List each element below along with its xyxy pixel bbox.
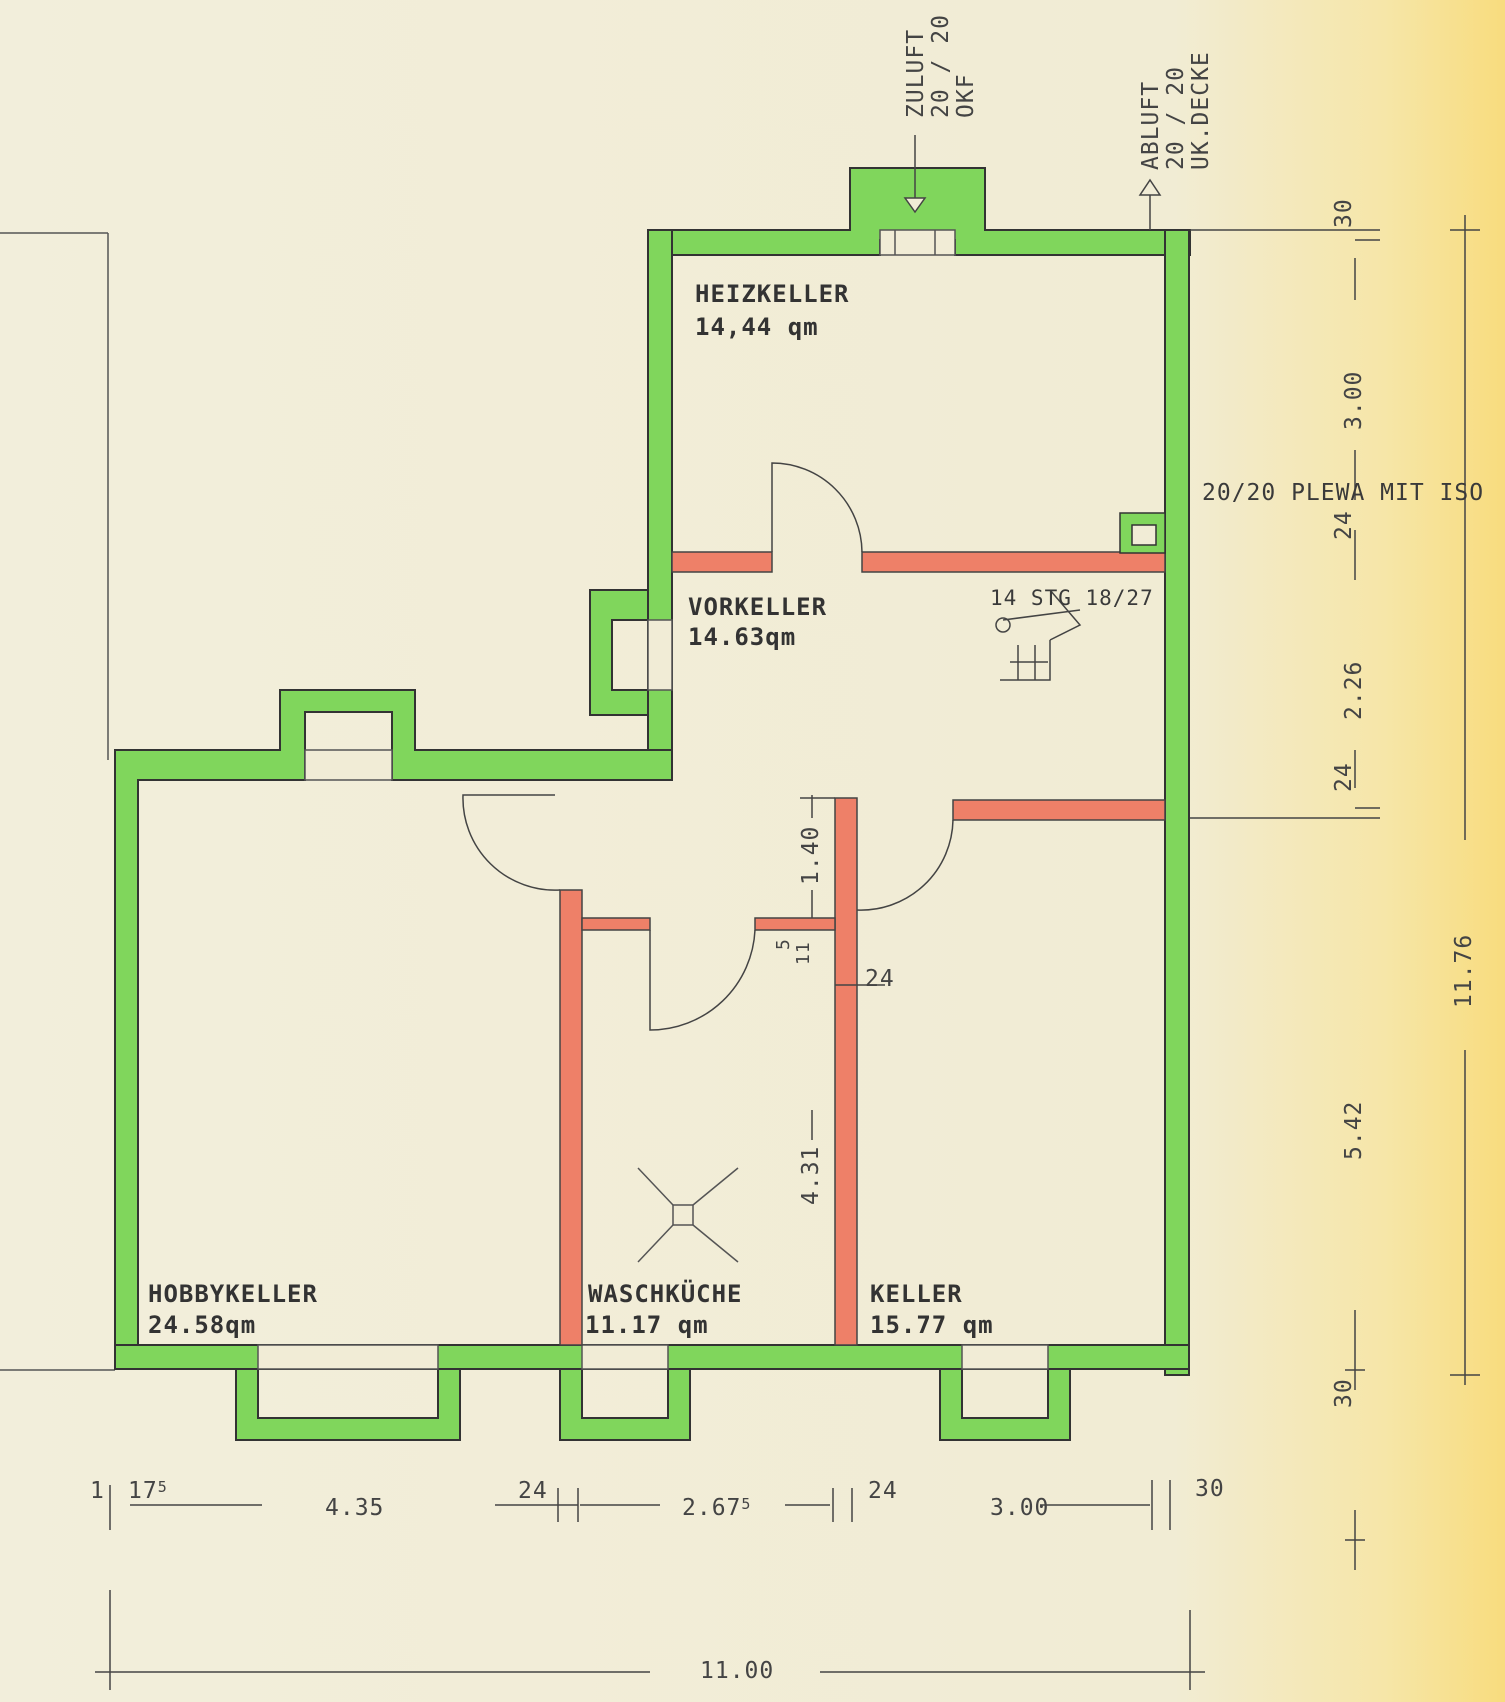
neighbor-outline [0,232,115,1371]
dim-bottom-2-67-5: 2.675 [682,1495,752,1521]
dim-right-30-top: 30 [1331,198,1357,228]
supply-air-label: ZULUFT [903,28,929,118]
dim-interior-11: 11 [793,941,814,965]
room-vorkeller-area: 14.63qm [688,623,797,651]
stair-symbol [995,589,1082,681]
dim-right-3-00: 3.00 [1341,370,1367,430]
room-heizkeller-area: 14,44 qm [695,313,819,341]
wall-keller-north [952,799,1166,821]
supply-air-level: OKF [953,73,979,118]
wall-north-hobby [114,689,673,1346]
dim-interior-4-31: 4.31 [798,1145,824,1205]
dim-bottom-30: 30 [1195,1476,1225,1502]
stair-note: 14 STG 18/27 [990,586,1154,610]
wall-heiz-vor-left [671,551,773,573]
dim-bottom-17-5: 175 [128,1478,168,1504]
dim-right-24-upper: 24 [1331,510,1357,540]
wall-vorkeller-niche [589,589,649,716]
ventilation-arrows [903,135,1162,230]
exhaust-air-level: UK.DECKE [1188,51,1214,170]
dim-right-2-26: 2.26 [1341,660,1367,720]
room-waschkueche-name: WASCHKÜCHE [588,1280,743,1308]
niche-south-wasch [559,1368,691,1441]
dim-bottom-4-35: 4.35 [325,1495,385,1521]
room-hobbykeller-area: 24.58qm [148,1311,257,1339]
wall-keller-west [834,797,858,1346]
room-keller-area: 15.77 qm [870,1311,994,1339]
dim-right-5-42: 5.42 [1341,1100,1367,1160]
room-keller-name: KELLER [870,1280,963,1308]
room-heizkeller-name: HEIZKELLER [695,280,850,308]
dimension-lines [95,215,1480,1690]
dim-right-total: 11.76 [1451,933,1477,1008]
interior-walls [559,551,1166,1346]
dim-bottom-1: 1 [90,1478,105,1504]
dim-bottom-24-right: 24 [868,1478,898,1504]
dim-interior-5: 5 [773,938,794,950]
wall-heiz-vor-right [861,551,1166,573]
wall-wasch-north-left [581,917,651,931]
wall-east [1164,229,1190,1376]
supply-air-size: 20 / 20 [928,14,954,118]
dim-bottom-total: 11.00 [700,1658,775,1684]
windows [257,229,1049,1370]
wall-wasch-north-right [754,917,836,931]
exhaust-air-size: 20 / 20 [1163,66,1189,170]
chimney [1119,512,1166,554]
exhaust-air-label: ABLUFT [1138,80,1164,170]
room-hobbykeller-name: HOBBYKELLER [148,1280,318,1308]
dim-interior-24: 24 [865,966,895,992]
niche-south-hobby [235,1368,461,1441]
dim-right-30-bottom: 30 [1331,1378,1357,1408]
dim-bottom-24-left: 24 [518,1478,548,1504]
door-swings [462,462,954,1031]
floor-drain-icon [637,1167,739,1263]
room-vorkeller-name: VORKELLER [688,593,828,621]
chimney-note: 20/20 PLEWA MIT ISO [1202,480,1485,506]
niche-south-keller [939,1368,1071,1441]
wall-north-heizkeller [648,167,1191,256]
room-waschkueche-area: 11.17 qm [585,1311,709,1339]
dim-right-24-lower: 24 [1331,762,1357,792]
dim-interior-1-40: 1.40 [798,825,824,885]
wall-wasch-west [559,889,583,1346]
dim-bottom-3-00: 3.00 [990,1495,1050,1521]
